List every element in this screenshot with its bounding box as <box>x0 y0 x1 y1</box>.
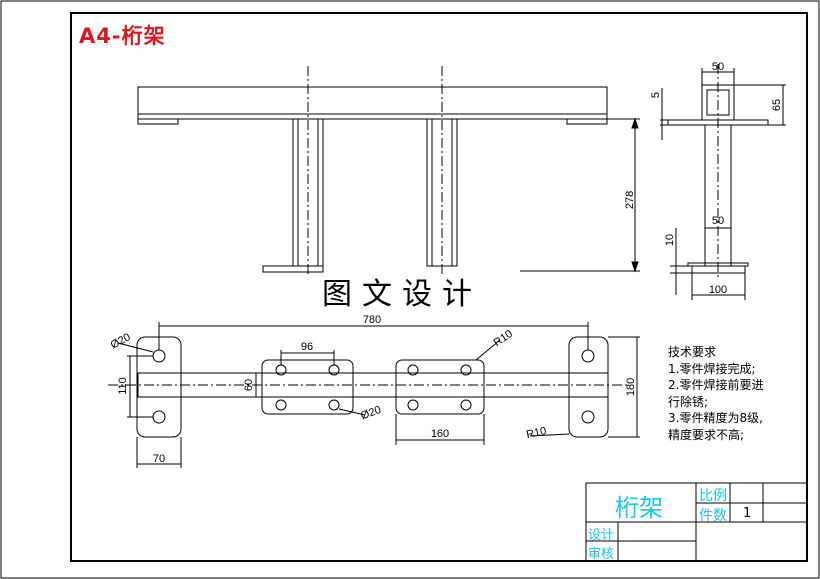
title-block-review-label: 审核 <box>588 547 615 562</box>
technical-requirements: 技术要求 1.零件焊接完成; 2.零件焊接前要进 行除锈; 3.零件精度为8级,… <box>668 344 798 443</box>
notes-line: 精度要求不高; <box>668 427 745 442</box>
dim-plan-pad-height: 110 <box>117 377 129 395</box>
dim-plan-beam-width: 60 <box>243 379 255 391</box>
side-view <box>660 64 786 300</box>
dim-side-flange: 5 <box>650 92 662 98</box>
watermark-text: 图文设计 <box>322 277 482 312</box>
title-block-grid <box>585 482 808 562</box>
notes-line: 行除锈; <box>668 394 709 409</box>
dim-plan-hole-left: Ø20 <box>109 331 133 351</box>
dim-plan-radius-top: R10 <box>492 328 515 349</box>
dim-plan-overall-height: 180 <box>625 378 637 396</box>
dim-plan-radius-bottom: R10 <box>525 425 547 441</box>
dim-plan-plate-width: 160 <box>431 428 449 440</box>
dim-plan-pad-spacing: 96 <box>301 341 313 353</box>
dim-plan-pad-width: 70 <box>153 453 165 465</box>
notes-line: 1.零件焊接完成; <box>668 361 756 376</box>
dim-side-base-width: 100 <box>709 284 727 296</box>
dim-plan-hole-mid: Ø20 <box>359 404 383 422</box>
inner-frame <box>70 12 808 562</box>
dim-side-top-width: 50 <box>712 61 724 73</box>
dim-side-base-thk: 10 <box>664 234 676 246</box>
title-block-part-name: 桁架 <box>615 494 663 522</box>
notes-line: 3.零件精度为8级, <box>668 411 763 425</box>
plan-view <box>108 322 640 468</box>
notes-heading: 技术要求 <box>668 345 717 359</box>
dim-side-tube-height: 65 <box>771 99 783 111</box>
title-block-quantity-value: 1 <box>743 506 752 521</box>
sheet-title: A4-桁架 <box>79 24 166 48</box>
front-view <box>137 66 640 275</box>
dim-front-height: 278 <box>624 191 636 209</box>
title-block-quantity-label: 件数 <box>699 508 727 524</box>
dim-side-mid-width: 50 <box>712 215 724 227</box>
dim-plan-span: 780 <box>363 314 381 326</box>
notes-line: 2.零件焊接前要进 <box>668 378 764 392</box>
title-block-design-label: 设计 <box>588 528 615 543</box>
title-block-scale-label: 比例 <box>699 488 727 504</box>
